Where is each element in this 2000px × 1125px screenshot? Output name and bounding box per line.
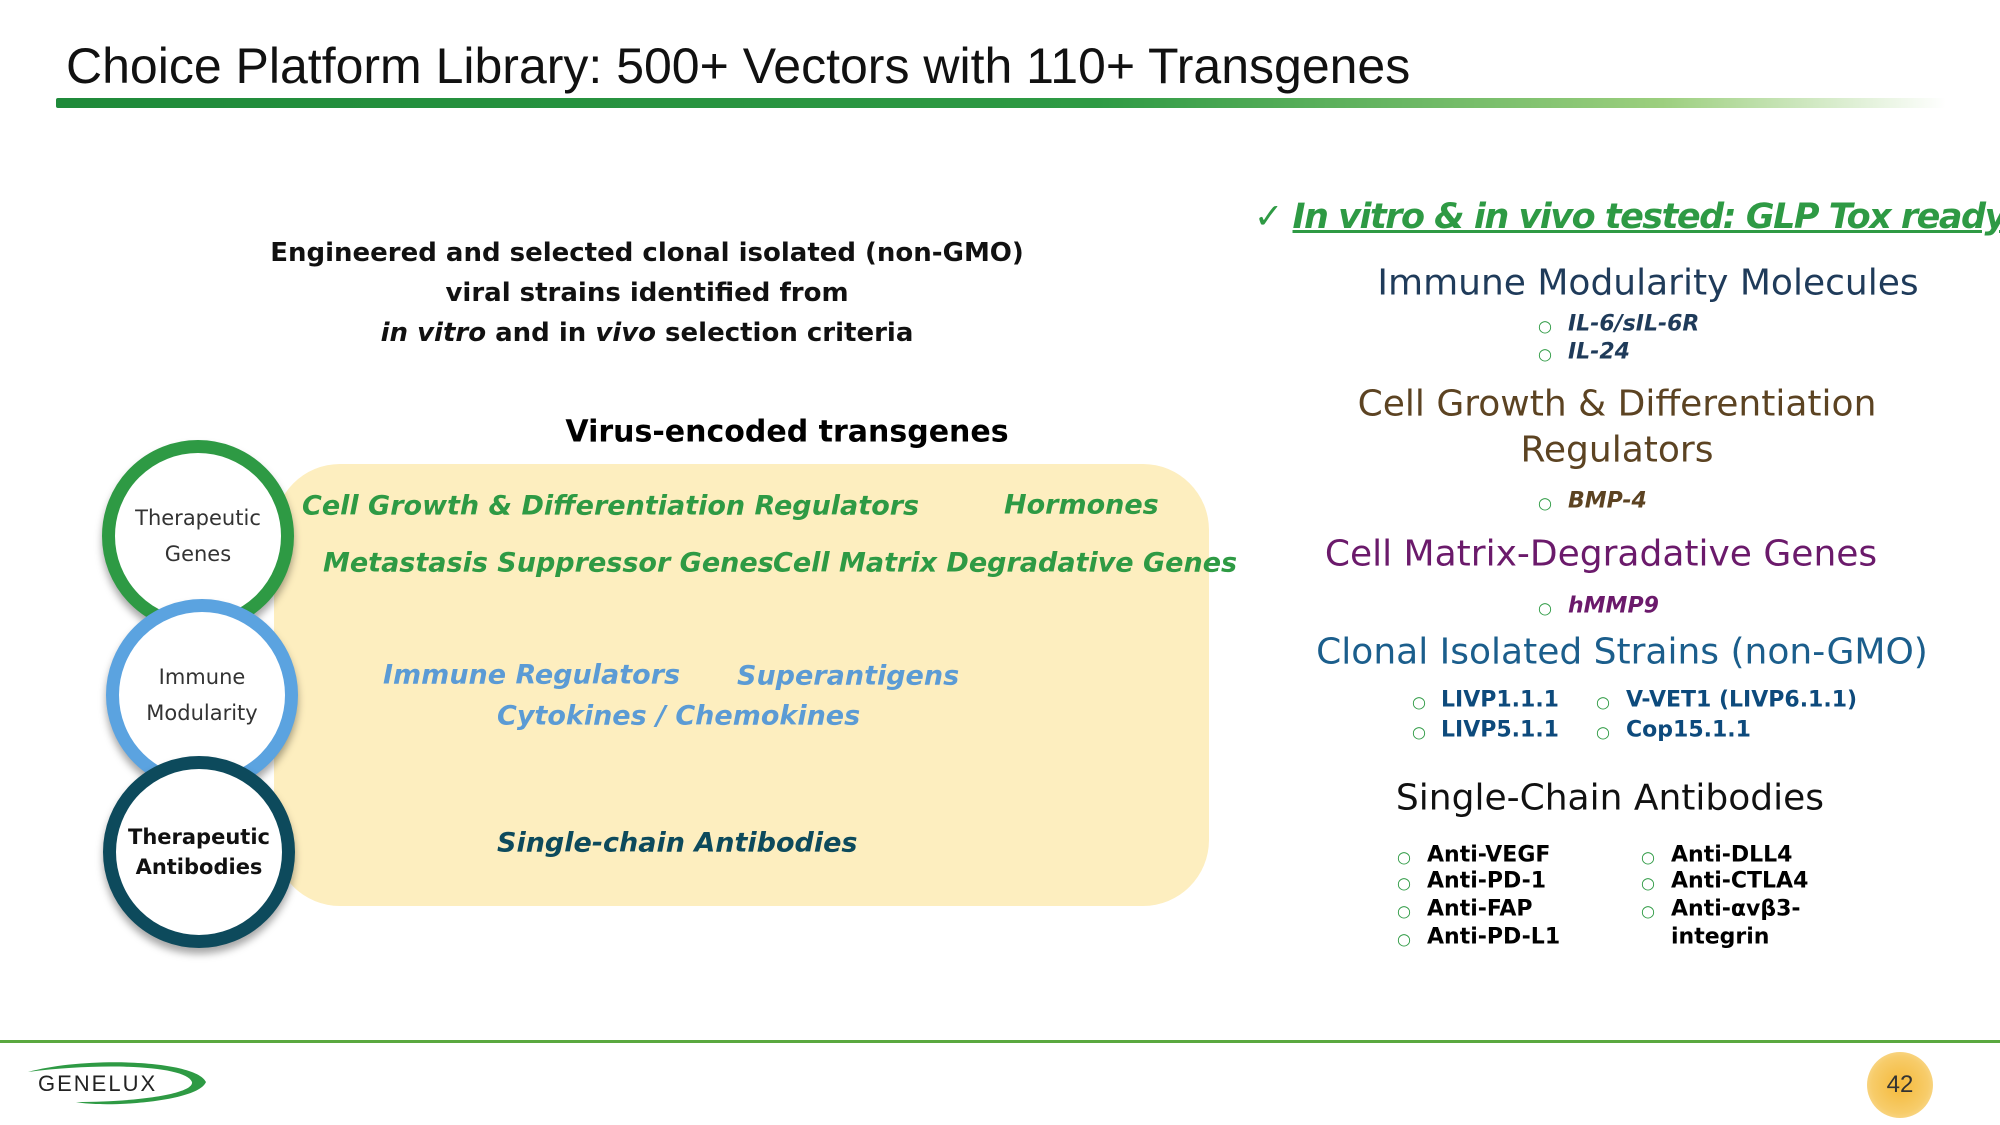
intro-in-vitro: in vitro bbox=[380, 318, 487, 348]
antibody-item: Anti-DLL4 bbox=[1671, 842, 1793, 868]
intro-line-3: in vitro and in vivo selection criteria bbox=[381, 318, 914, 348]
antibody-item: Anti-CTLA4 bbox=[1671, 868, 1809, 894]
antibody-item: Single-chain Antibodies bbox=[497, 827, 858, 859]
scab-heading: Single-Chain Antibodies bbox=[1395, 777, 1825, 819]
strain-item: LIVP5.1.1 bbox=[1441, 717, 1559, 743]
logo-text: GENELUX bbox=[38, 1071, 158, 1096]
bullet-icon: ○ bbox=[1397, 873, 1411, 893]
immune-item: Superantigens bbox=[737, 660, 960, 692]
growth-heading-1: Cell Growth & Differentiation bbox=[1357, 383, 1877, 425]
slide-title: Choice Platform Library: 500+ Vectors wi… bbox=[66, 38, 1411, 94]
circle-label: Genes bbox=[164, 542, 232, 566]
diagram-heading: Virus-encoded transgenes bbox=[565, 414, 1009, 450]
circle-label: Antibodies bbox=[135, 855, 263, 879]
bullet-icon: ○ bbox=[1397, 901, 1411, 921]
gene-item: Cell Matrix Degradative Genes bbox=[773, 547, 1238, 579]
growth-item: BMP-4 bbox=[1568, 488, 1647, 514]
immune-item: Immune Regulators bbox=[383, 659, 681, 691]
bullet-icon: ○ bbox=[1641, 901, 1655, 921]
transgene-box bbox=[274, 464, 1209, 906]
bullet-icon: ○ bbox=[1412, 722, 1426, 742]
intro-line-1: Engineered and selected clonal isolated … bbox=[270, 238, 1024, 268]
matrix-item: hMMP9 bbox=[1568, 593, 1659, 619]
circle-label: Modularity bbox=[146, 701, 258, 725]
strain-item: V-VET1 (LIVP6.1.1) bbox=[1626, 687, 1858, 713]
growth-heading-2: Regulators bbox=[1520, 429, 1714, 471]
antibody-item: Anti-PD-L1 bbox=[1427, 924, 1561, 950]
gene-item: Metastasis Suppressor Genes bbox=[323, 547, 774, 579]
bullet-icon: ○ bbox=[1641, 873, 1655, 893]
intro-text: selection criteria bbox=[656, 318, 914, 348]
genelux-logo: GENELUX bbox=[26, 1058, 208, 1108]
immune-molecule: IL-24 bbox=[1568, 339, 1630, 365]
immune-item: Cytokines / Chemokines bbox=[497, 700, 861, 732]
antibody-item: Anti-FAP bbox=[1427, 896, 1533, 922]
strain-item: LIVP1.1.1 bbox=[1441, 687, 1559, 713]
bullet-icon: ○ bbox=[1538, 598, 1552, 618]
strain-item: Cop15.1.1 bbox=[1626, 717, 1751, 743]
intro-vivo: vivo bbox=[595, 318, 656, 348]
antibody-item: Anti-αvβ3- bbox=[1671, 896, 1801, 922]
footer-divider bbox=[0, 1040, 2000, 1043]
bullet-icon: ○ bbox=[1397, 847, 1411, 867]
strains-heading: Clonal Isolated Strains (non-GMO) bbox=[1316, 631, 1928, 673]
tested-statement: ✓ In vitro & in vivo tested: GLP Tox rea… bbox=[1254, 197, 2000, 237]
bullet-icon: ○ bbox=[1538, 344, 1552, 364]
title-underline-bar bbox=[56, 98, 1946, 108]
bullet-icon: ○ bbox=[1412, 692, 1426, 712]
antibody-item: Anti-VEGF bbox=[1427, 842, 1551, 868]
bullet-icon: ○ bbox=[1596, 692, 1610, 712]
page-number: 42 bbox=[1867, 1052, 1933, 1118]
bullet-icon: ○ bbox=[1538, 316, 1552, 336]
gene-item: Cell Growth & Differentiation Regulators bbox=[302, 490, 920, 522]
bullet-icon: ○ bbox=[1596, 722, 1610, 742]
antibody-item: Anti-PD-1 bbox=[1427, 868, 1547, 894]
circle-label: Therapeutic bbox=[128, 825, 270, 849]
immune-molecule: IL-6/sIL-6R bbox=[1568, 311, 1700, 337]
antibody-item: integrin bbox=[1671, 924, 1770, 950]
circle-label: Immune bbox=[158, 665, 246, 689]
bullet-icon: ○ bbox=[1538, 493, 1552, 513]
matrix-heading: Cell Matrix-Degradative Genes bbox=[1324, 533, 1878, 575]
bullet-icon: ○ bbox=[1397, 929, 1411, 949]
bullet-icon: ○ bbox=[1641, 847, 1655, 867]
immune-heading: Immune Modularity Molecules bbox=[1377, 262, 1919, 304]
gene-item: Hormones bbox=[1004, 489, 1159, 521]
circle-label: Therapeutic bbox=[135, 506, 261, 530]
tested-text: In vitro & in vivo tested: GLP Tox ready bbox=[1292, 197, 2000, 237]
intro-text: and in bbox=[486, 318, 596, 348]
intro-line-2: viral strains identified from bbox=[445, 278, 849, 308]
checkmark-icon: ✓ bbox=[1254, 197, 1283, 237]
